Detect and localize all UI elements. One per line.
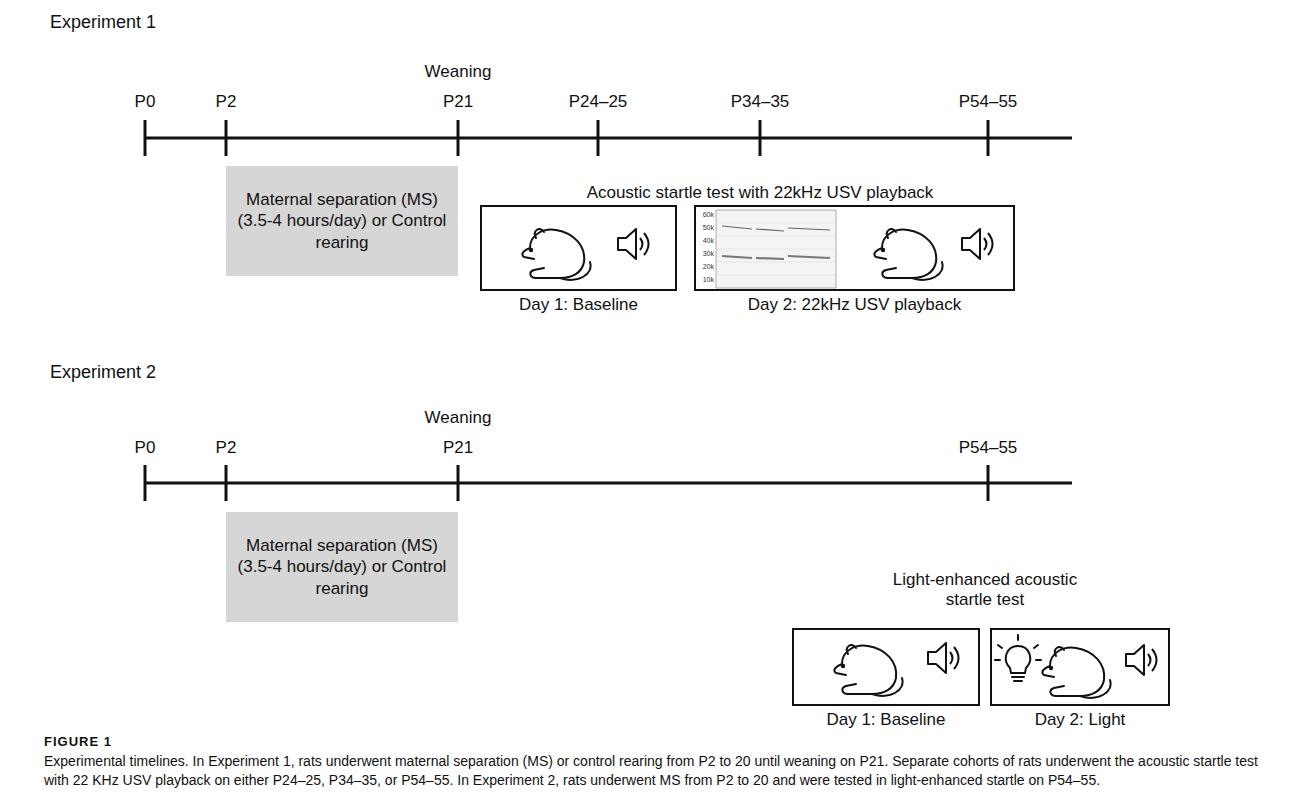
test-label: Acoustic startle test with 22kHz USV pla… bbox=[587, 183, 934, 203]
timepoint-label: P24–25 bbox=[569, 92, 628, 112]
timepoint-label: P21 bbox=[443, 92, 473, 112]
axis-tick: 40k bbox=[696, 237, 714, 244]
test-label: Light-enhanced acoustic startle test bbox=[870, 570, 1100, 611]
box-text: Maternal separation (MS) (3.5-4 hours/da… bbox=[232, 535, 452, 599]
axis-tick: 60k bbox=[696, 211, 714, 218]
timepoint-label: P2 bbox=[216, 92, 237, 112]
axis-tick: 30k bbox=[696, 250, 714, 257]
axis-tick: 20k bbox=[696, 263, 714, 270]
experiment-heading: Experiment 1 bbox=[50, 12, 156, 34]
panel-caption: Day 1: Baseline bbox=[754, 710, 1018, 730]
timepoint-label: Weaning bbox=[425, 408, 492, 428]
process-box: Maternal separation (MS) (3.5-4 hours/da… bbox=[226, 512, 458, 622]
panel-caption: Day 2: Light bbox=[952, 710, 1208, 730]
timepoint-label: P54–55 bbox=[959, 92, 1018, 112]
spectrogram bbox=[716, 210, 836, 288]
timeline bbox=[145, 120, 1072, 501]
timepoint-label: P0 bbox=[135, 438, 156, 458]
test-panel: Day 1: Baseline bbox=[480, 205, 677, 291]
timepoint-label: Weaning bbox=[425, 62, 492, 82]
figure-caption: Experimental timelines. In Experiment 1,… bbox=[44, 752, 1259, 790]
test-panel: Day 2: Light bbox=[990, 628, 1170, 706]
timepoint-label: P21 bbox=[443, 438, 473, 458]
process-box: Maternal separation (MS) (3.5-4 hours/da… bbox=[226, 166, 458, 276]
panel-caption: Day 2: 22kHz USV playback bbox=[656, 295, 1053, 315]
experiment-heading: Experiment 2 bbox=[50, 362, 156, 384]
box-text: Maternal separation (MS) (3.5-4 hours/da… bbox=[232, 189, 452, 253]
axis-tick: 10k bbox=[696, 276, 714, 283]
timepoint-label: P2 bbox=[216, 438, 237, 458]
timepoint-label: P54–55 bbox=[959, 438, 1018, 458]
test-panel: Day 2: 22kHz USV playback bbox=[694, 205, 1015, 291]
test-panel: Day 1: Baseline bbox=[792, 628, 980, 706]
timepoint-label: P0 bbox=[135, 92, 156, 112]
figure-number: FIGURE 1 bbox=[44, 734, 112, 749]
panel-caption: Day 1: Baseline bbox=[442, 295, 715, 315]
timepoint-label: P34–35 bbox=[731, 92, 790, 112]
axis-tick: 50k bbox=[696, 224, 714, 231]
